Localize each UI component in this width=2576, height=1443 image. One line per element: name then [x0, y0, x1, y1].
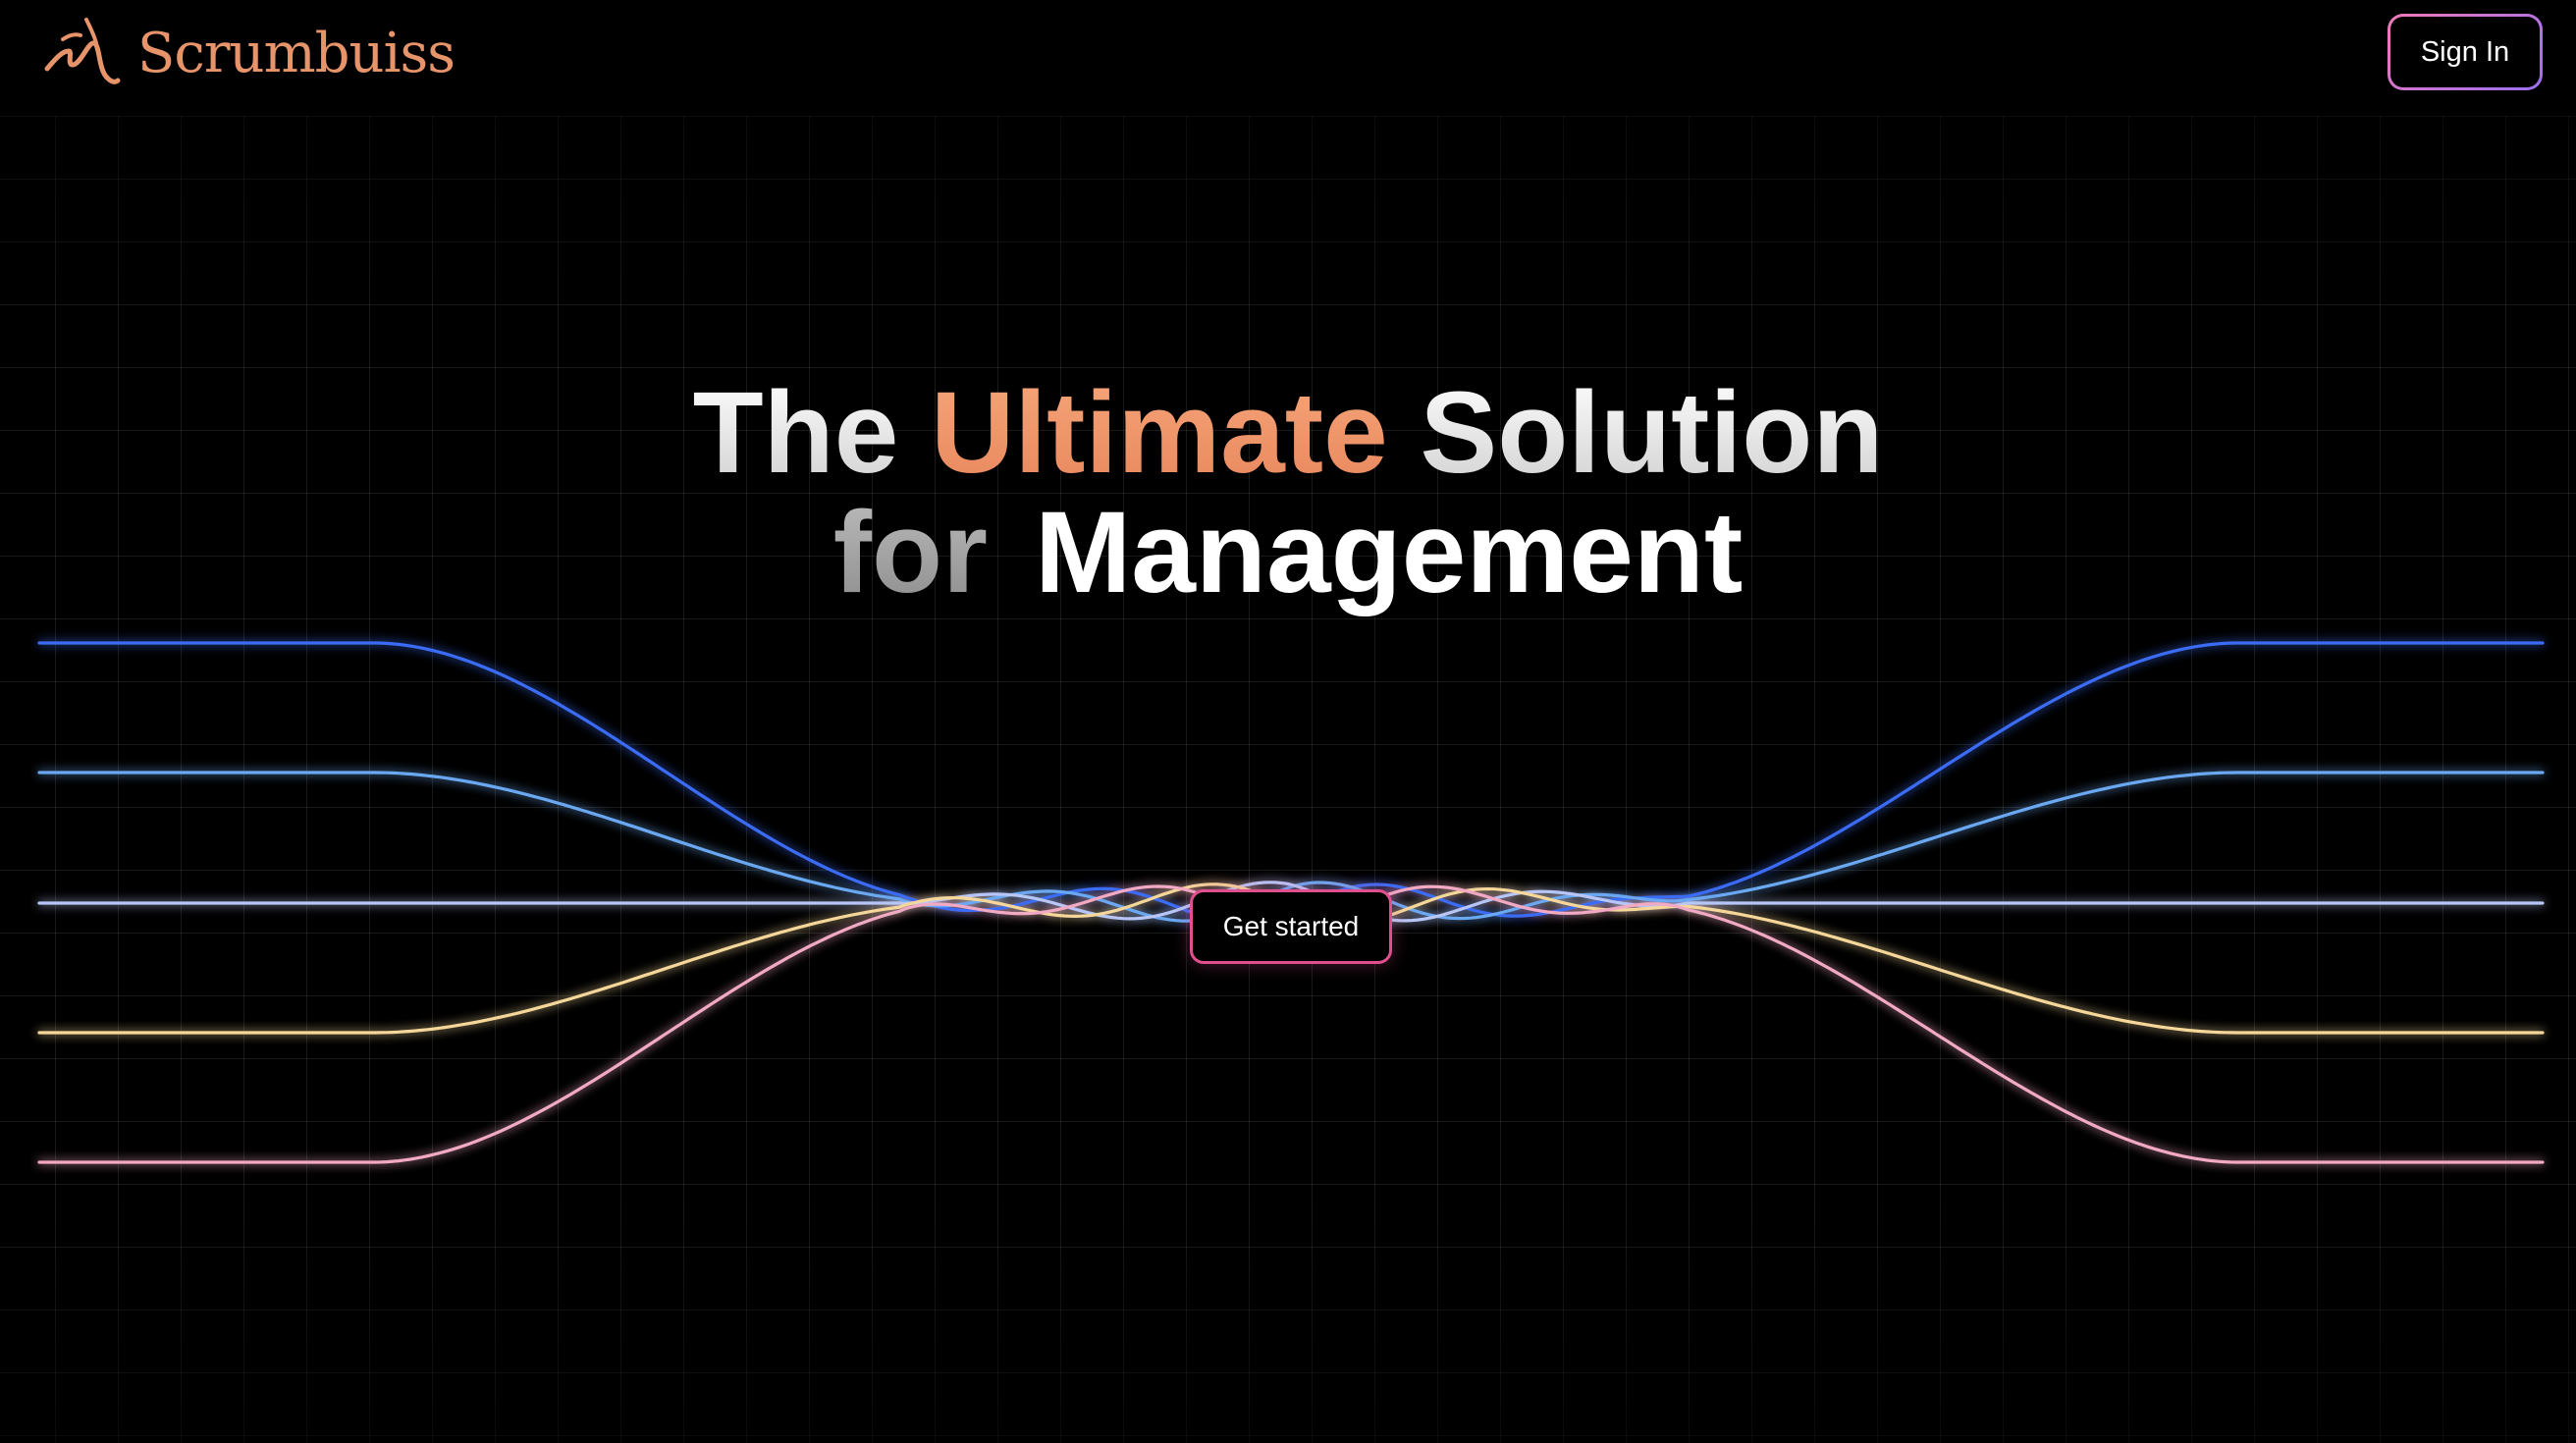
- top-navigation-bar: Scrumbuiss Sign In: [0, 0, 2576, 116]
- hero-headline-line-1: The Ultimate Solution: [0, 373, 2576, 493]
- hero-word-management: Management: [1035, 488, 1744, 617]
- wave-line: [37, 641, 2545, 925]
- scrumbuiss-logo-icon: [44, 18, 121, 84]
- hero-word-the: The: [692, 368, 899, 498]
- sign-in-label: Sign In: [2390, 17, 2540, 87]
- hero-word-ultimate: Ultimate: [931, 368, 1388, 498]
- brand-logo-link[interactable]: Scrumbuiss: [43, 14, 456, 92]
- get-started-button[interactable]: Get started: [1190, 889, 1392, 964]
- hero-word-solution: Solution: [1420, 368, 1884, 498]
- wave-line: [37, 771, 2545, 923]
- brand-name: Scrumbuiss: [137, 21, 456, 85]
- hero-word-for: for: [832, 488, 989, 617]
- wave-line: [37, 881, 2545, 923]
- sign-in-button[interactable]: Sign In: [2388, 14, 2543, 90]
